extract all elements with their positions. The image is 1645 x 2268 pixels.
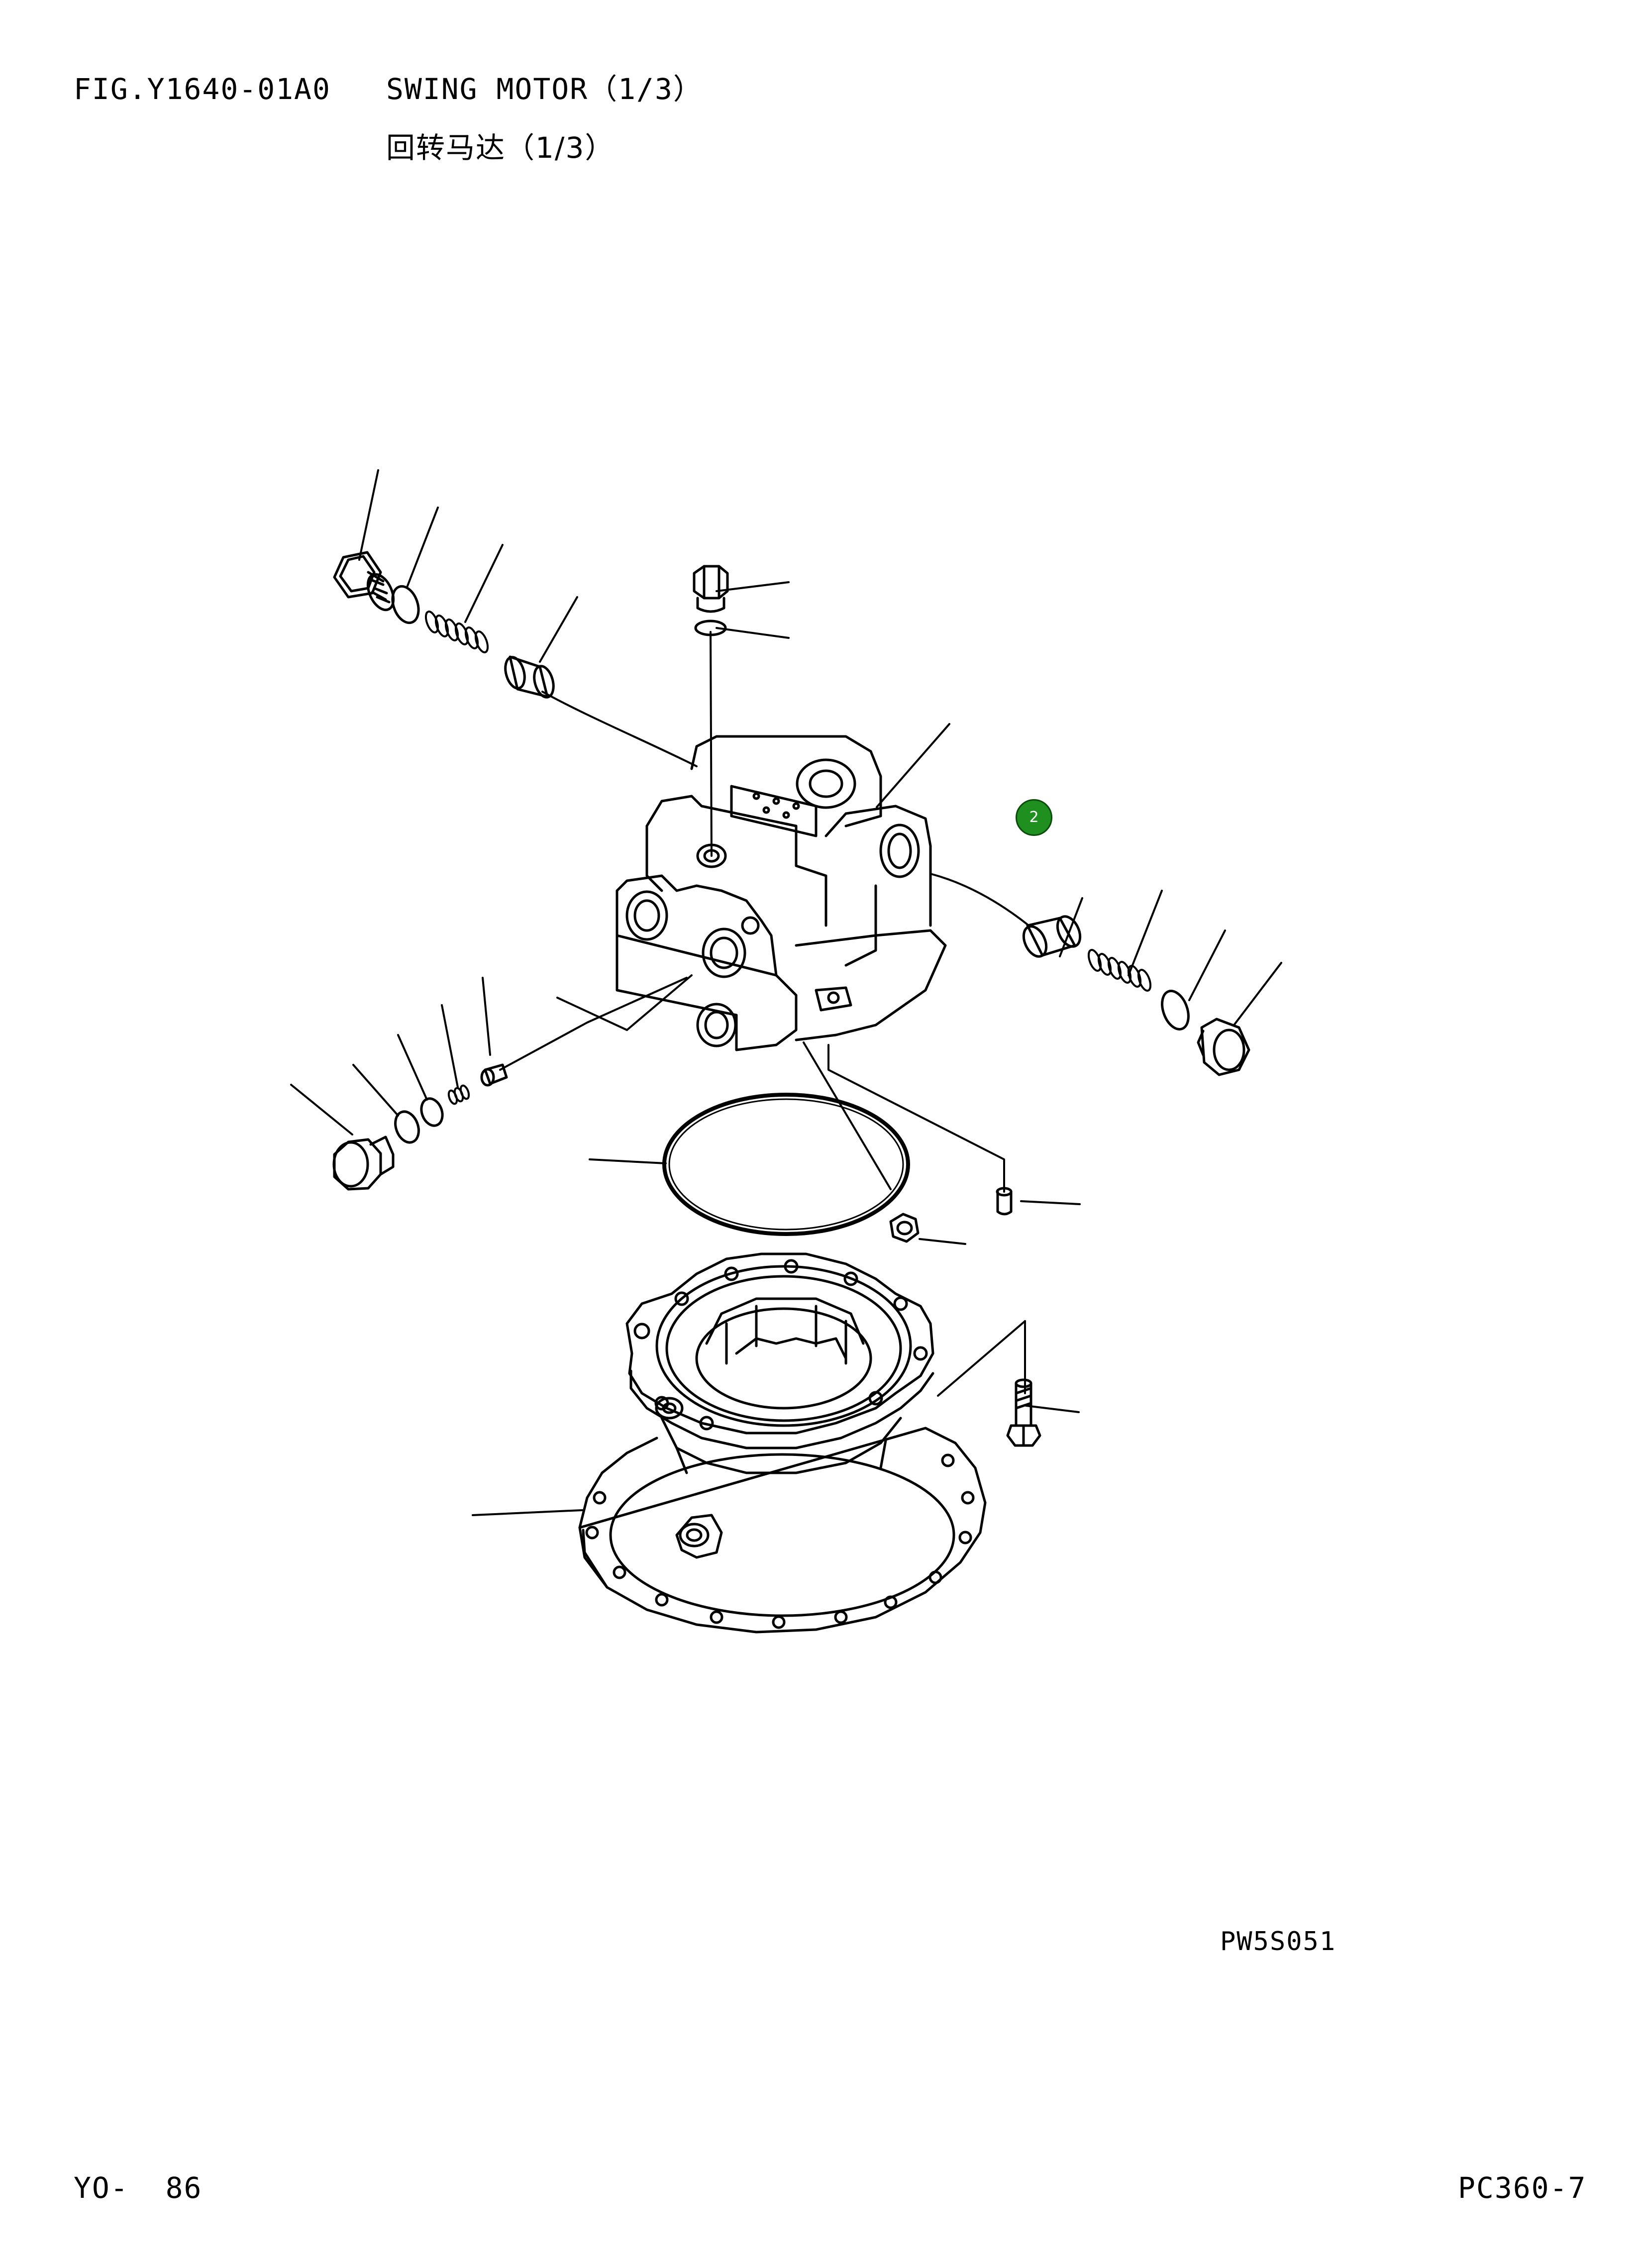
valve-body (616, 735, 947, 1051)
bolt-small (1006, 1378, 1041, 1447)
plug-right (1197, 1018, 1250, 1076)
top-plug-assembly (693, 565, 729, 636)
motor-housing (625, 1252, 934, 1474)
title-chinese: 回转马达（1/3） (386, 131, 615, 165)
figure-code: FIG.Y1640-01A0 (74, 72, 331, 106)
spring-right (1087, 949, 1152, 992)
pin-small (996, 1187, 1013, 1216)
o-ring-lower-left-2 (420, 1097, 444, 1127)
right-plug-assembly (1022, 915, 1250, 1076)
o-ring-right (1161, 990, 1190, 1031)
sleeve-upper-left (504, 655, 555, 699)
plug-upper-left (333, 551, 395, 612)
spring-lower-left (447, 1084, 470, 1105)
title-english: SWING MOTOR（1/3） (386, 72, 703, 106)
large-o-ring (662, 1093, 910, 1236)
sleeve-right (1022, 915, 1082, 958)
flange-boss (675, 1514, 723, 1559)
model-number: PC360-7 (1458, 2171, 1587, 2205)
spring-upper-left (424, 611, 489, 653)
lower-left-plug-assembly (332, 1063, 508, 1191)
drawing-code: PW5S051 (1220, 1927, 1337, 1957)
leader-lines (290, 469, 1282, 1516)
nut-small (889, 1213, 920, 1243)
poppet-lower-left (480, 1063, 508, 1087)
callout-2[interactable]: 2 (1016, 799, 1052, 836)
left-plug-assembly (333, 551, 555, 699)
plug-lower-left (332, 1135, 395, 1191)
page-number: YO- 86 (74, 2171, 203, 2205)
o-ring-top (694, 619, 727, 636)
o-ring-upper-left (391, 585, 420, 624)
o-ring-lower-left-1 (394, 1110, 420, 1144)
mounting-flange (578, 1427, 987, 1634)
